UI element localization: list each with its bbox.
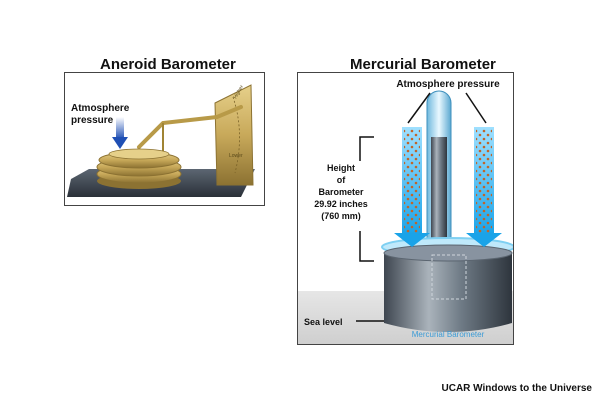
height-label-5: (760 mm) bbox=[321, 211, 361, 221]
sea-level-label: Sea level bbox=[304, 317, 343, 327]
dial-low-label: Lower bbox=[229, 153, 243, 159]
mercurial-illustration: Atmosphere pressure Height of Barometer … bbox=[298, 79, 513, 344]
mercurial-caption: Mercurial Barometer bbox=[412, 330, 485, 339]
aneroid-pressure-label-1: Atmosphere bbox=[71, 103, 130, 114]
mercurial-panel: Atmosphere pressure Height of Barometer … bbox=[297, 72, 514, 345]
height-label-1: Height bbox=[327, 163, 355, 173]
mercury-dish bbox=[384, 253, 512, 332]
atmosphere-pressure-label: Atmosphere pressure bbox=[396, 79, 500, 90]
aneroid-lever bbox=[137, 105, 243, 149]
mercurial-title: Mercurial Barometer bbox=[350, 56, 496, 73]
height-label-3: Barometer bbox=[318, 187, 364, 197]
right-pressure-arrow bbox=[466, 127, 502, 247]
aneroid-dial bbox=[214, 84, 254, 186]
aneroid-pressure-arrow bbox=[112, 117, 128, 149]
aneroid-pressure-label-2: pressure bbox=[71, 115, 114, 126]
credit-text: UCAR Windows to the Universe bbox=[441, 383, 592, 394]
aneroid-illustration: Higher Lower Atmosphere pressure bbox=[67, 84, 255, 197]
left-pressure-arrow bbox=[394, 127, 430, 247]
height-label-4: 29.92 inches bbox=[314, 199, 368, 209]
height-label-2: of bbox=[337, 175, 346, 185]
aneroid-title: Aneroid Barometer bbox=[100, 56, 236, 73]
aneroid-panel: Higher Lower Atmosphere pressure bbox=[64, 72, 265, 206]
